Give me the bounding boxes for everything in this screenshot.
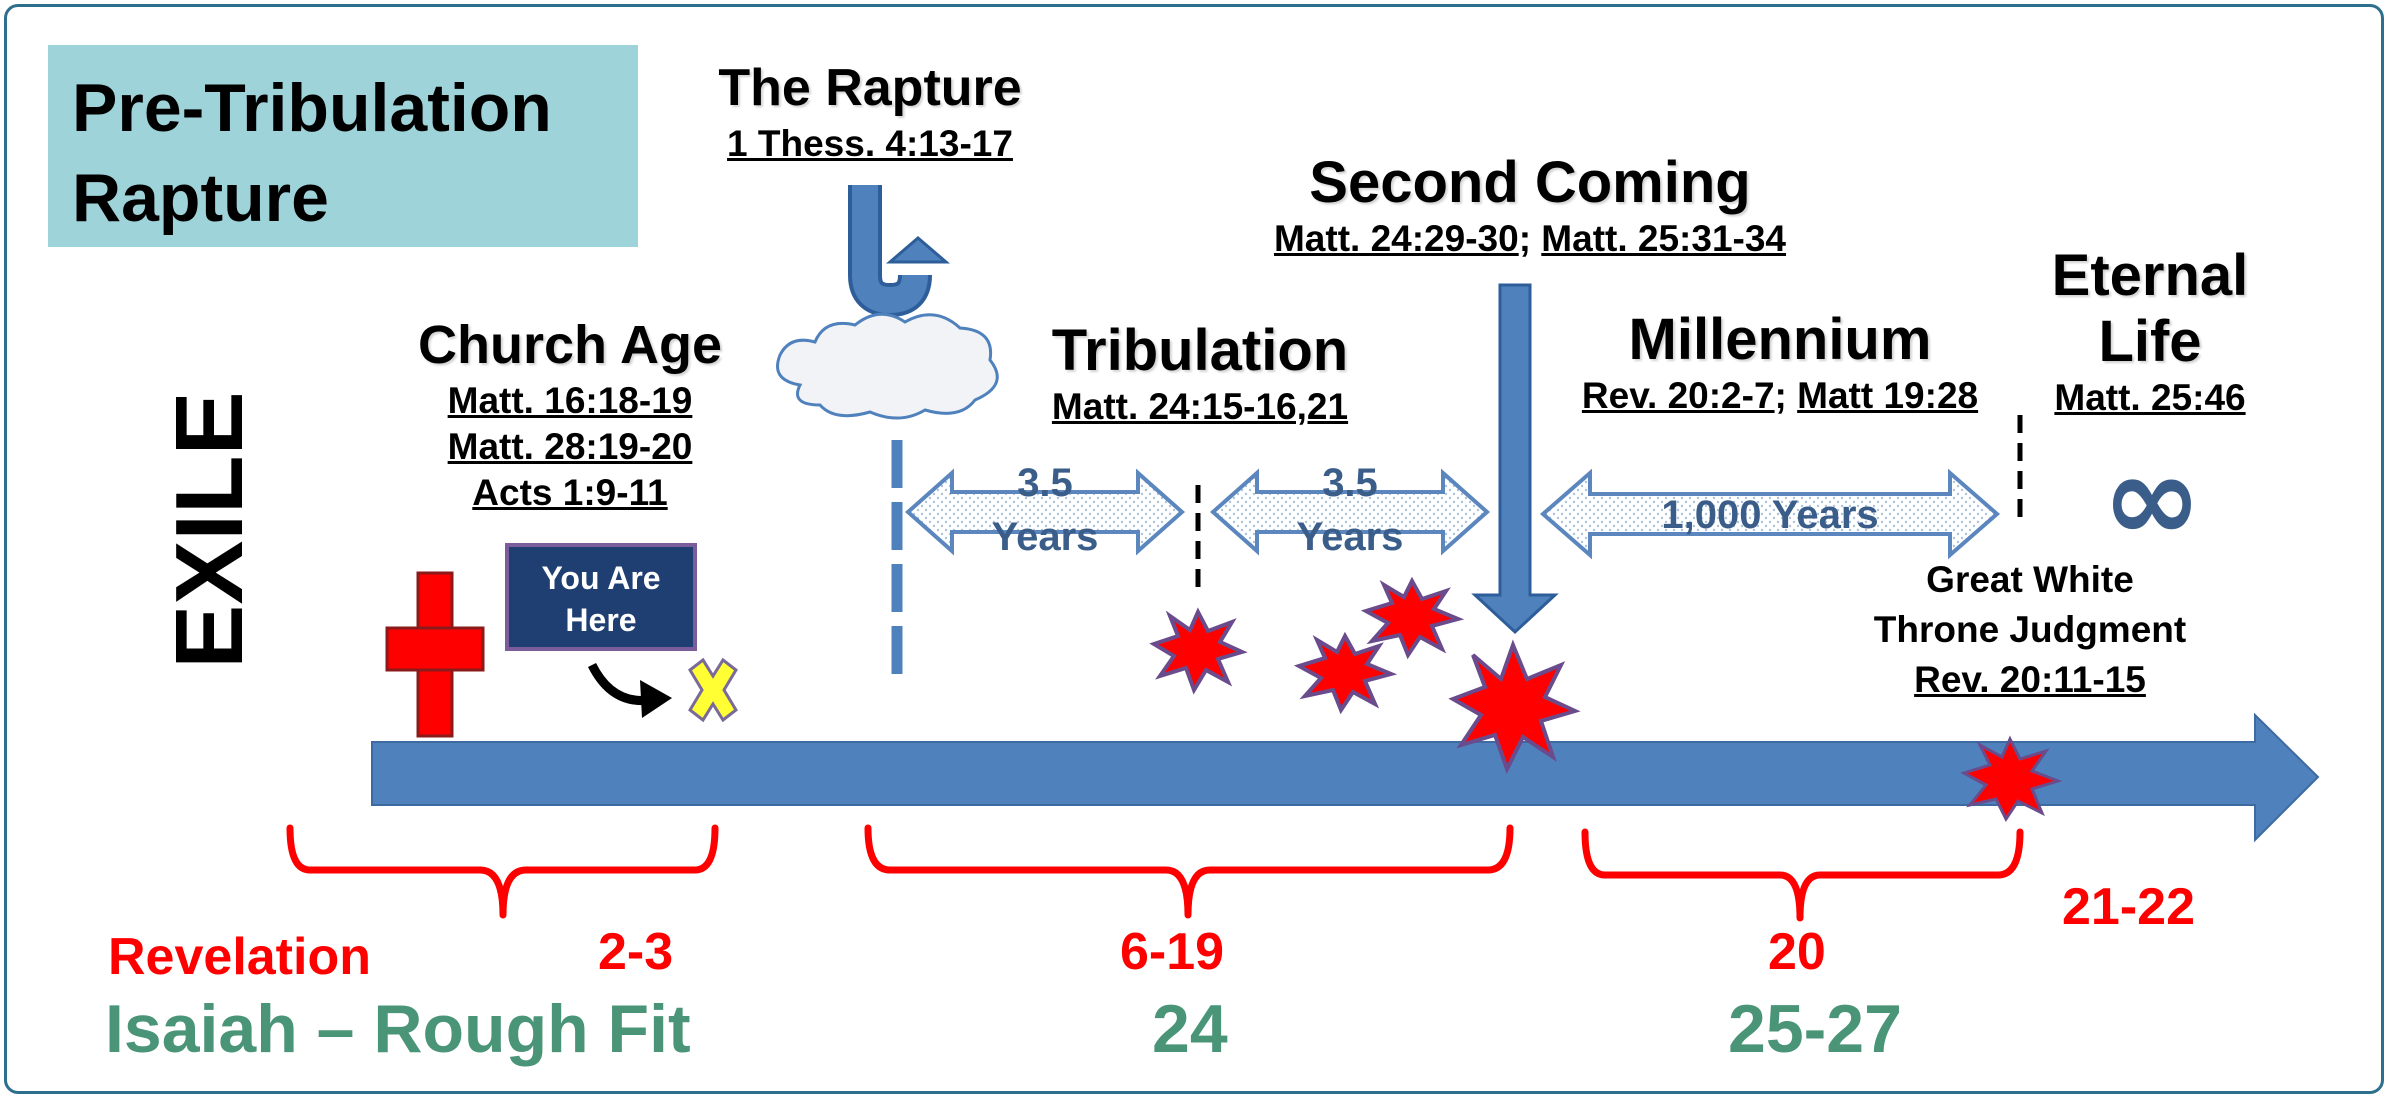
eternal-life-block: Eternal Life Matt. 25:46 (2030, 243, 2270, 421)
eternal-line-2: Life (2098, 309, 2202, 374)
church-age-block: Church Age Matt. 16:18-19 Matt. 28:19-20… (380, 312, 760, 516)
revelation-ch-2-3: 2-3 (598, 923, 674, 981)
isaiah-ch-25-27: 25-27 (1728, 991, 1902, 1067)
millennium-refs: Rev. 20:2-7; Matt 19:28 (1530, 373, 2030, 419)
you-are-here-line-2: Here (565, 602, 637, 638)
great-white-throne-burst-icon (1960, 735, 2063, 822)
period-arrow-2 (1209, 468, 1491, 556)
brace-tribulation (864, 824, 1514, 919)
great-white-line-2: Throne Judgment (1873, 609, 2187, 650)
title-line-2: Rapture (72, 160, 329, 236)
exile-label: EXILE (156, 391, 263, 669)
period-arrow-1 (904, 468, 1186, 556)
millennium-label: Millennium (1628, 307, 1932, 372)
cloud-icon (776, 312, 999, 420)
church-age-ref-3: Acts 1:9-11 (472, 472, 668, 513)
great-white-ref: Rev. 20:11-15 (1914, 659, 2146, 700)
period-2-unit: Years (1296, 515, 1404, 559)
timeline-arrow (371, 712, 2320, 843)
millennium-ref-1: Rev. 20:2-7 (1581, 375, 1775, 416)
period-label-2: 3.5 Years (1255, 456, 1445, 564)
millennium-sep: ; (1774, 375, 1798, 416)
revelation-label: Revelation (108, 928, 371, 986)
second-coming-ref-2: Matt. 25:31-34 (1541, 218, 1787, 259)
rapture-block: The Rapture 1 Thess. 4:13-17 (670, 55, 1070, 167)
period-label-1: 3.5 Years (950, 456, 1140, 564)
great-white-throne-block: Great White Throne Judgment Rev. 20:11-1… (1795, 555, 2265, 705)
second-coming-burst-icon (1448, 639, 1581, 775)
judgment-burst-icon-1 (1149, 607, 1248, 695)
church-age-ref-1: Matt. 16:18-19 (447, 380, 693, 421)
brace-church-age (286, 824, 719, 919)
second-coming-sep: ; (1518, 218, 1542, 259)
tribulation-ref: Matt. 24:15-16,21 (1051, 386, 1349, 427)
judgment-burst-icon-3 (1360, 576, 1465, 660)
isaiah-ch-24: 24 (1152, 991, 1228, 1067)
great-white-line-1: Great White (1926, 559, 2134, 600)
judgment-burst-icon-2 (1293, 631, 1398, 715)
period-2-num: 3.5 (1322, 461, 1378, 505)
pointer-arrow-icon (587, 662, 672, 718)
second-coming-block: Second Coming Matt. 24:29-30; Matt. 25:3… (1180, 150, 1880, 262)
brace-millennium (1581, 828, 2024, 922)
millennium-ref-2: Matt 19:28 (1797, 375, 1979, 416)
period-1-unit: Years (991, 515, 1099, 559)
revelation-ch-21-22: 21-22 (2062, 878, 2195, 936)
title-box: Pre-Tribulation Rapture (48, 45, 638, 247)
revelation-ch-6-19: 6-19 (1120, 923, 1225, 981)
millennium-block: Millennium Rev. 20:2-7; Matt 19:28 (1530, 307, 2030, 419)
rapture-arrow-icon (848, 185, 951, 318)
church-age-ref-2: Matt. 28:19-20 (447, 426, 693, 467)
period-arrow-3 (1539, 468, 2001, 560)
rapture-label: The Rapture (718, 59, 1022, 117)
second-coming-label: Second Coming (1309, 150, 1751, 215)
infinity-icon: ∞ (2102, 430, 2202, 569)
second-coming-refs: Matt. 24:29-30; Matt. 25:31-34 (1180, 216, 1880, 262)
tribulation-block: Tribulation Matt. 24:15-16,21 (1010, 318, 1390, 430)
eternal-line-1: Eternal (2051, 243, 2249, 308)
revelation-ch-20: 20 (1768, 923, 1826, 981)
you-are-here-line-1: You Are (541, 560, 661, 596)
here-marker-icon (688, 657, 738, 723)
church-age-label: Church Age (417, 315, 722, 375)
rapture-ref: 1 Thess. 4:13-17 (727, 123, 1013, 164)
cross-icon (385, 571, 485, 738)
tribulation-label: Tribulation (1051, 318, 1349, 383)
you-are-here-box: You Are Here (505, 543, 697, 651)
period-label-3: 1,000 Years (1661, 493, 1879, 537)
title-line-1: Pre-Tribulation (72, 70, 552, 146)
eternal-ref: Matt. 25:46 (2054, 377, 2246, 418)
period-1-num: 3.5 (1017, 461, 1073, 505)
isaiah-label: Isaiah – Rough Fit (105, 991, 691, 1067)
second-coming-arrow-icon (1471, 283, 1559, 635)
second-coming-ref-1: Matt. 24:29-30 (1273, 218, 1519, 259)
